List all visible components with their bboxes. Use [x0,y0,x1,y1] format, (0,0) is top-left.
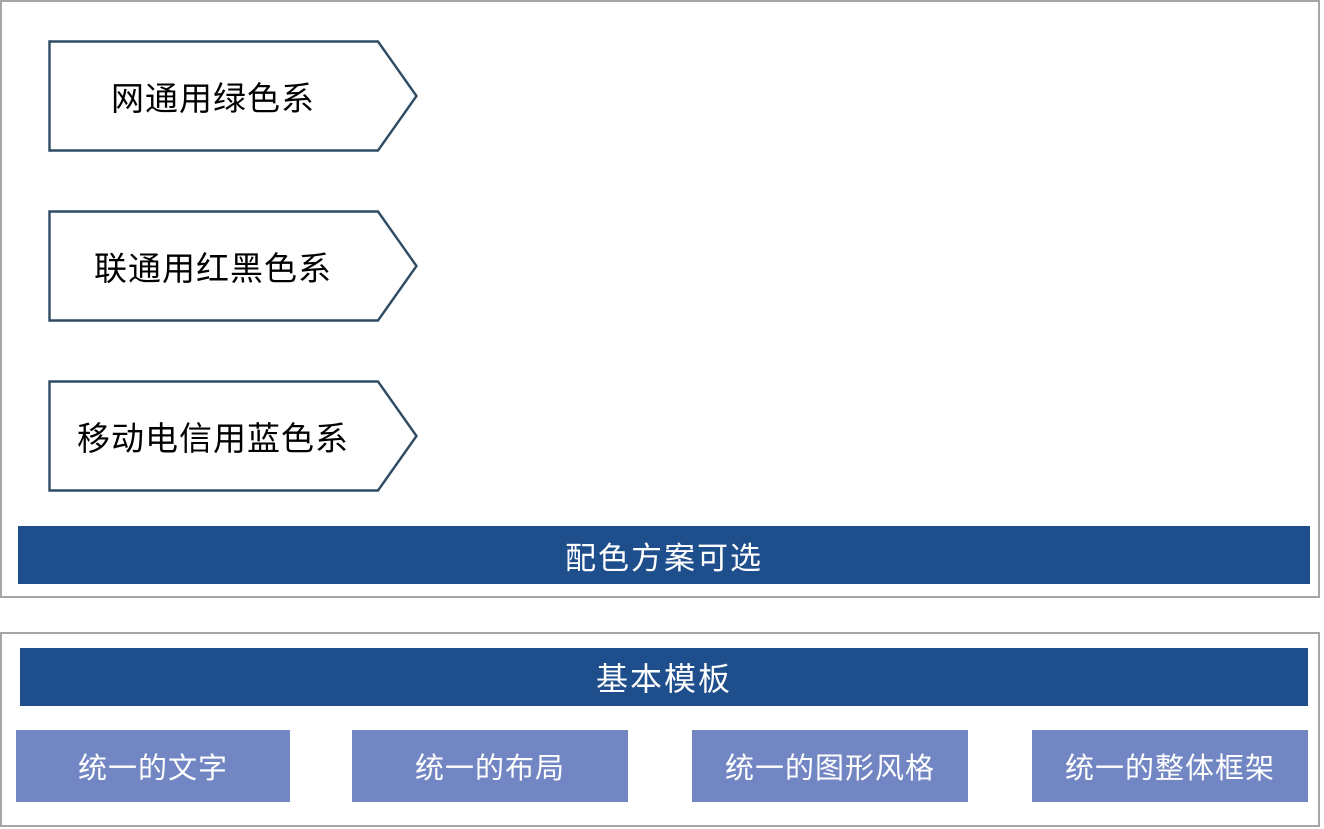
template-attribute-row: 统一的文字 统一的布局 统一的图形风格 统一的整体框架 [2,730,1318,810]
chevron-shape-1[interactable]: 网通用绿色系 [48,40,418,152]
chevron-shape-3[interactable]: 移动电信用蓝色系 [48,380,418,492]
template-chip-layout[interactable]: 统一的布局 [352,730,628,802]
chevron-outline-icon [48,380,418,492]
chevron-shape-2[interactable]: 联通用红黑色系 [48,210,418,322]
template-chip-graphic-style[interactable]: 统一的图形风格 [692,730,968,802]
basic-template-banner: 基本模板 [20,648,1308,706]
chevron-outline-icon [48,40,418,152]
template-chip-overall-framework[interactable]: 统一的整体框架 [1032,730,1308,802]
chevron-outline-icon [48,210,418,322]
panel-basic-template: 基本模板 统一的文字 统一的布局 统一的图形风格 统一的整体框架 [0,632,1320,827]
chevron-label-3: 移动电信用蓝色系 [77,422,349,458]
color-scheme-banner: 配色方案可选 [18,526,1310,584]
chevron-label-1: 网通用绿色系 [111,82,315,118]
template-chip-text[interactable]: 统一的文字 [16,730,290,802]
panel-color-scheme: 网通用绿色系 联通用红黑色系 移动电信用蓝色系 配色方案可选 [0,0,1320,598]
chevron-label-2: 联通用红黑色系 [94,252,332,288]
